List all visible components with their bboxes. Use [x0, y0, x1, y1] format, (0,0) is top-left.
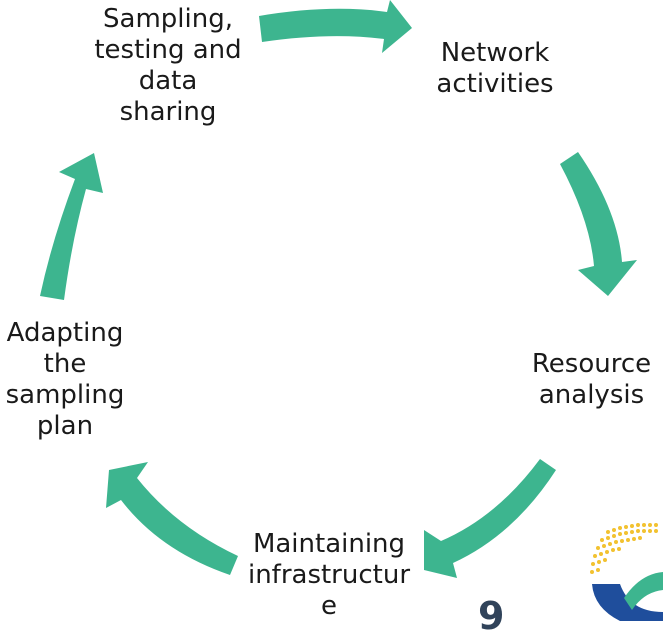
arrow-resource-to-maintaining [424, 459, 556, 578]
page-number: 9 [478, 594, 505, 638]
arrow-sampling-to-network [259, 0, 412, 53]
arrow-maintaining-to-adapting [106, 462, 238, 575]
node-adapting: Adapting the sampling plan [5, 318, 125, 441]
arrow-network-to-resource [560, 152, 637, 296]
node-network: Network activities [436, 38, 554, 99]
cycle-arrows [40, 0, 637, 578]
organization-logo-icon [590, 523, 663, 621]
node-resource: Resource analysis [531, 349, 652, 410]
arrow-adapting-to-sampling [40, 153, 103, 300]
node-maintaining: Maintaining infrastructur e [247, 529, 411, 621]
node-sampling: Sampling, testing and data sharing [94, 4, 242, 127]
